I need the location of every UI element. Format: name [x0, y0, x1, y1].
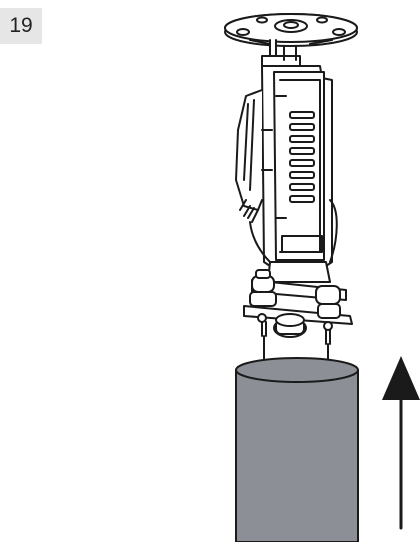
ceiling-mount-plate — [224, 13, 358, 47]
step-number-badge: 19 — [0, 8, 42, 44]
arrow-up-icon — [382, 356, 420, 530]
step-number: 19 — [9, 14, 33, 37]
pendant-tube — [235, 357, 359, 542]
lead-wires — [263, 335, 329, 361]
driver-housing — [261, 65, 333, 271]
side-clip — [235, 89, 273, 223]
mount-bracket — [261, 39, 301, 71]
vent-slots — [289, 111, 315, 203]
lower-bracket — [243, 261, 353, 345]
